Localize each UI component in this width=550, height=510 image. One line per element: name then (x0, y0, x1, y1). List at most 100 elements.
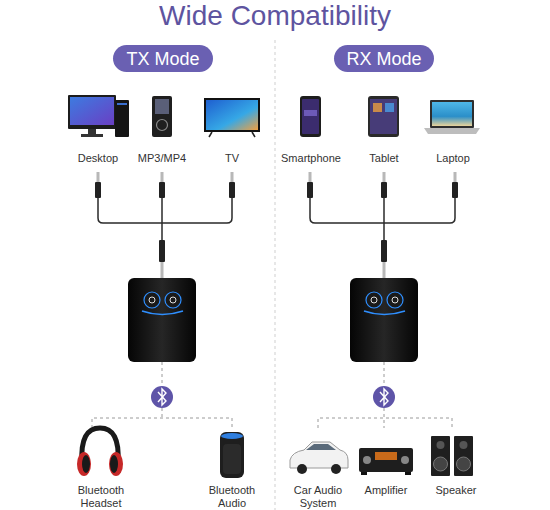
speaker-ring (221, 433, 243, 439)
device-label: TV (202, 152, 262, 165)
pc-tower (115, 100, 129, 137)
tablet-body (368, 96, 399, 137)
bluetooth-adapter (128, 278, 196, 362)
device-label: Bluetooth Audio (203, 484, 261, 510)
amp-foot (361, 472, 367, 475)
smart-speaker-icon (220, 432, 244, 478)
device-label: Desktop (63, 152, 133, 165)
speaker-icon (431, 436, 473, 476)
adapter-button (387, 292, 403, 308)
adapter-glow (142, 311, 183, 315)
headset-icon (77, 428, 123, 476)
amplifier-icon (359, 448, 413, 475)
jack-body (95, 182, 101, 198)
jack-body (159, 240, 165, 262)
jack-body (452, 182, 458, 198)
button-symbol (392, 297, 398, 303)
tablet-tile (385, 103, 394, 112)
jack-tip (383, 262, 386, 278)
jack-tip (454, 172, 457, 182)
car-window (306, 444, 336, 450)
car-wheel (297, 464, 307, 474)
tower-light (117, 103, 127, 105)
amp-foot (405, 472, 411, 475)
ear-pad (110, 455, 118, 473)
jack-body (229, 182, 235, 198)
speaker-body (220, 432, 244, 478)
tweeter (437, 441, 445, 449)
device-label: Speaker (426, 484, 486, 497)
bluetooth-symbol (373, 386, 395, 408)
mode-label: RX Mode (346, 49, 421, 69)
woofer (457, 457, 471, 471)
audio-cable (307, 172, 458, 278)
phone-screen (302, 99, 319, 134)
woofer (434, 457, 448, 471)
bluetooth-adapter (350, 278, 418, 362)
tablet-tile (373, 103, 382, 112)
amp-display (375, 452, 397, 460)
tv-icon (204, 98, 260, 137)
jack-body (159, 182, 165, 198)
car-icon (290, 442, 348, 474)
dashed-link (162, 362, 163, 386)
cable-wire (161, 198, 163, 240)
speaker-box (454, 436, 473, 476)
adapter-button (165, 292, 181, 308)
bluetooth-rune (158, 389, 166, 405)
jack-tip (97, 172, 100, 182)
page-title: Wide Compatibility (0, 1, 550, 31)
phone-body (300, 96, 321, 137)
adapter-body (128, 278, 196, 362)
monitor-frame (68, 95, 116, 129)
bluetooth-link (318, 362, 452, 428)
bluetooth-symbol (151, 386, 173, 408)
device-label: Car Audio System (278, 484, 358, 510)
divider-line (275, 40, 276, 510)
tv-frame (204, 98, 260, 132)
jack-body (307, 182, 313, 198)
tweeter (460, 441, 468, 449)
ear-cup (77, 452, 91, 476)
car-body (290, 442, 348, 468)
tv-leg (209, 132, 212, 137)
amp-knob (363, 456, 371, 464)
dashed-link (318, 418, 452, 428)
bluetooth-link (92, 362, 232, 428)
device-label: Tablet (354, 152, 414, 165)
button-symbol (149, 297, 155, 303)
device-label: Smartphone (276, 152, 346, 165)
jack-tip (309, 172, 312, 182)
player-body (152, 96, 172, 137)
desktop-icon (68, 95, 129, 137)
device-label: MP3/MP4 (132, 152, 192, 165)
jack-body (381, 182, 387, 198)
cable-wire (310, 198, 455, 223)
jack-tip (231, 172, 234, 182)
speaker-box (431, 436, 450, 476)
speaker-mesh (223, 444, 241, 474)
bluetooth-rune (380, 389, 388, 405)
cable-wire (98, 198, 232, 223)
laptop-screen (432, 102, 472, 126)
button-symbol (170, 297, 176, 303)
monitor-screen (70, 97, 114, 125)
tablet-icon (368, 96, 399, 137)
amp-knob (401, 456, 409, 464)
tv-leg (252, 132, 255, 137)
ear-pad (82, 455, 90, 473)
cable-wire (383, 198, 385, 240)
mode-pill: TX Mode (113, 45, 213, 72)
jack-tip (383, 172, 386, 182)
adapter-body (350, 278, 418, 362)
adapter-button (366, 292, 382, 308)
dashed-link (384, 408, 385, 428)
button-symbol (371, 297, 377, 303)
smartphone-icon (300, 96, 321, 137)
jack-tip (161, 262, 164, 278)
dashed-link (162, 408, 163, 418)
mode-pill: RX Mode (334, 45, 434, 72)
tablet-screen (370, 99, 397, 134)
